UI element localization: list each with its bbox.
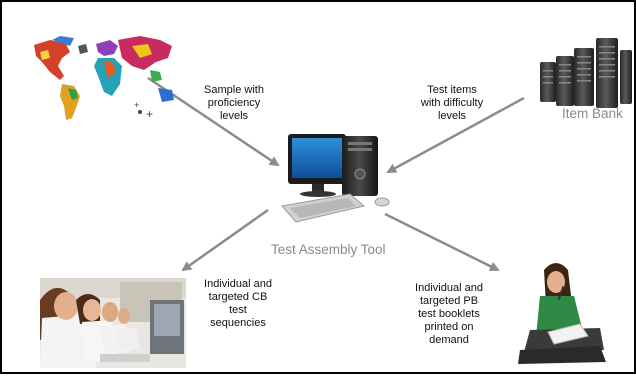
tool-caption: Test Assembly Tool [271, 242, 386, 257]
item-bank-caption: Item Bank [562, 106, 623, 121]
arrow-tool-to-pb [384, 212, 500, 272]
server-rack-icon [540, 38, 632, 108]
cb-label: Individual and targeted CB test sequenci… [204, 278, 272, 329]
student-with-booklet-icon [518, 263, 606, 364]
items-label: Test items with difficulty levels [420, 84, 484, 122]
desktop-computer-icon [281, 134, 390, 223]
world-map-icon: + + [34, 36, 174, 121]
svg-text:+: + [146, 107, 153, 121]
pb-label: Individual and targeted PB test booklets… [415, 282, 483, 346]
arrow-bank-to-tool [386, 96, 525, 174]
svg-text:+: + [134, 100, 139, 110]
arrow-tool-to-cb [181, 208, 269, 272]
students-at-computers-icon [40, 278, 186, 368]
sample-label: Sample with proficiency levels [204, 84, 264, 122]
